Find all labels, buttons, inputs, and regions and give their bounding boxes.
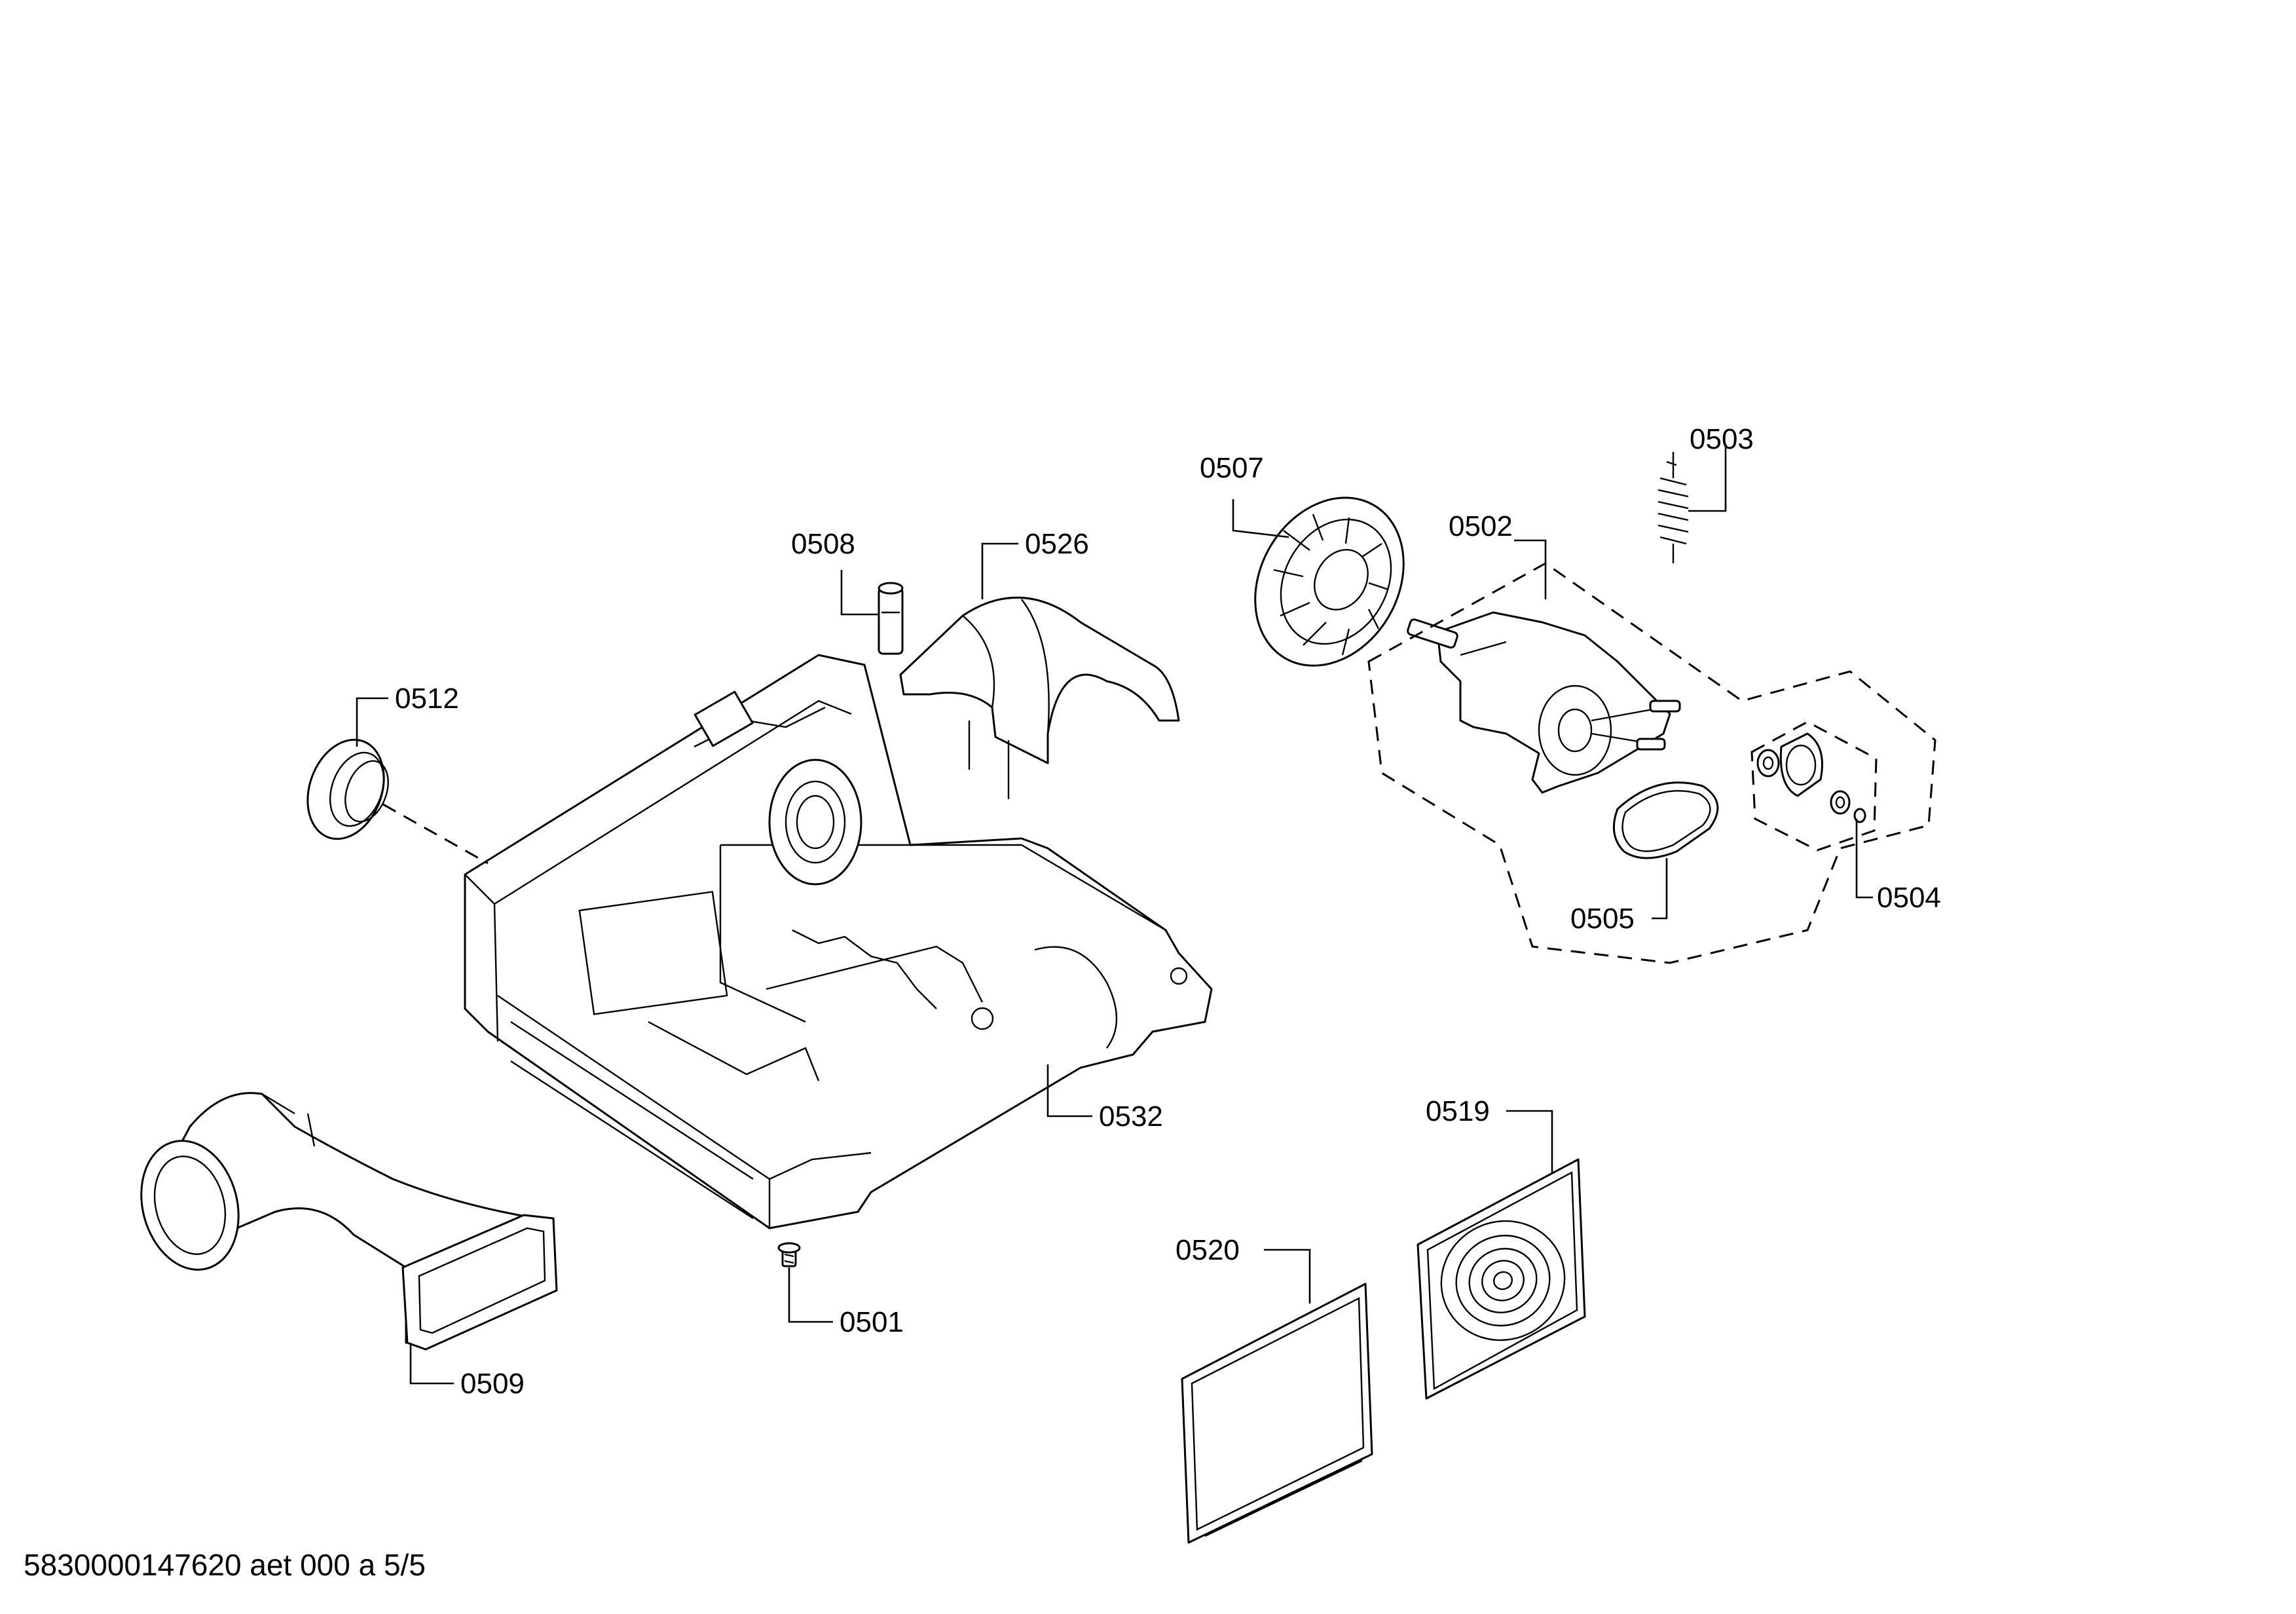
- part-0509-air-duct: [140, 1092, 558, 1351]
- part-0503-spring: [1657, 452, 1689, 563]
- label-0502: 0502: [1449, 510, 1513, 542]
- label-0526: 0526: [1025, 528, 1089, 560]
- pulley-subgroup-boundary: [1750, 721, 1878, 852]
- label-0519: 0519: [1426, 1095, 1490, 1127]
- part-0507-fan-impeller: [1254, 497, 1405, 667]
- part-0519-spiral-panel: [1416, 1158, 1586, 1400]
- leader-0532: [1046, 1064, 1092, 1117]
- part-0505-drive-belt: [1612, 781, 1719, 859]
- label-0508: 0508: [791, 528, 855, 560]
- leader-0503: [1688, 444, 1727, 512]
- leader-0508: [840, 570, 879, 616]
- label-0501: 0501: [840, 1306, 904, 1338]
- leader-0504: [1855, 819, 1873, 899]
- leader-0501: [788, 1267, 833, 1323]
- label-0507: 0507: [1200, 452, 1264, 484]
- part-0512-seal-ring: [306, 738, 489, 865]
- part-0508-small-cylinder: [878, 582, 904, 655]
- label-0512: 0512: [395, 683, 459, 715]
- part-0526-duct-cover: [899, 596, 1180, 799]
- document-footer-code: 5830000147620 aet 000 a 5/5: [24, 1548, 426, 1582]
- leader-0519: [1506, 1110, 1553, 1173]
- label-0505: 0505: [1570, 903, 1635, 935]
- part-0502-motor: [1407, 611, 1681, 794]
- label-0503: 0503: [1690, 423, 1754, 455]
- part-0520-flat-panel: [1181, 1283, 1373, 1544]
- label-0520: 0520: [1176, 1234, 1240, 1266]
- part-0504-pulley-set: [1756, 732, 1866, 823]
- label-0504: 0504: [1877, 882, 1941, 914]
- part-0532-base-housing: [464, 654, 1213, 1229]
- leader-lines: [356, 444, 1873, 1385]
- label-0509: 0509: [460, 1368, 525, 1400]
- leader-0520: [1264, 1248, 1311, 1304]
- leader-0512: [356, 697, 388, 747]
- motor-assembly-boundary: [1367, 562, 1936, 964]
- leader-0505: [1652, 858, 1668, 920]
- leader-0526: [981, 542, 1018, 599]
- part-0501-screw: [777, 1242, 801, 1267]
- label-0532: 0532: [1099, 1100, 1163, 1133]
- leader-0509: [409, 1343, 454, 1385]
- leader-0502: [1514, 539, 1547, 599]
- leader-0507: [1232, 499, 1289, 538]
